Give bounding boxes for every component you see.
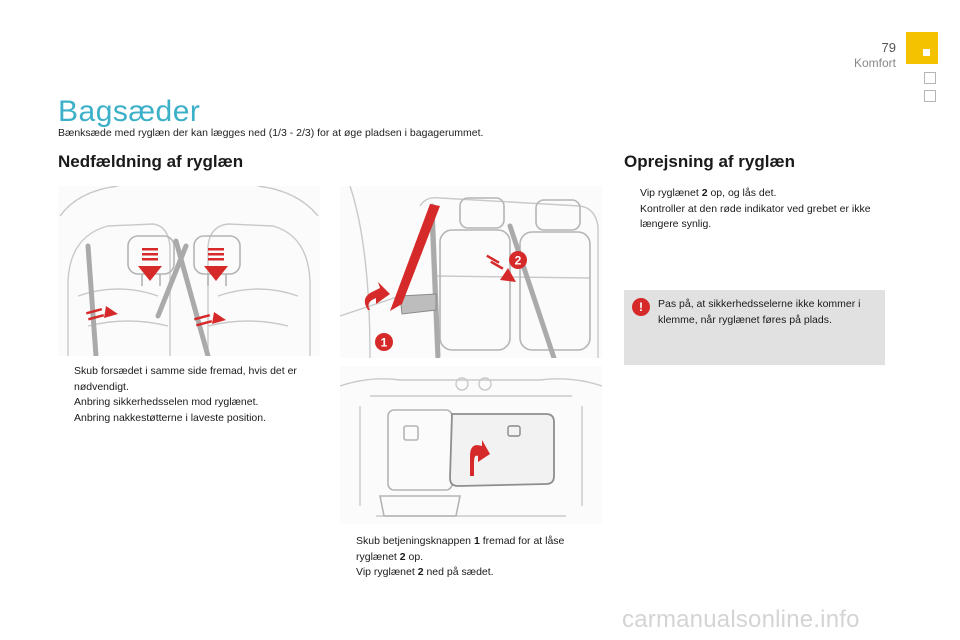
section-name: Komfort: [853, 56, 896, 70]
chapter-tab: [924, 72, 936, 84]
seatback-release-drawing: 1 2: [340, 186, 599, 358]
step-text: Anbring sikkerhedsselen mod ryglænet.: [74, 396, 259, 408]
release-steps-list: Skub betjeningsknappen 1 fremad for at l…: [340, 534, 602, 581]
illustration-rear-seats-headrests: [58, 186, 320, 356]
step-ref: 2: [701, 187, 708, 199]
step-ref: 2: [417, 566, 424, 578]
section-heading-raise: Oprejsning af ryglæn: [624, 152, 795, 171]
callout-2-label: 2: [515, 254, 522, 268]
step-text: ned på sædet.: [423, 566, 494, 578]
list-item: Vip ryglænet 2 op, og lås det.: [624, 186, 886, 202]
step-text: op, og lås det.: [707, 187, 777, 199]
raise-steps-list: Vip ryglænet 2 op, og lås det. Kontrolle…: [624, 186, 886, 233]
watermark: carmanualsonline.info: [622, 606, 860, 633]
rear-seats-drawing: [59, 186, 319, 356]
page-number: 79: [881, 40, 896, 55]
step-text: Skub forsædet i samme side fremad, hvis …: [74, 365, 297, 393]
callout-1-label: 1: [381, 336, 388, 350]
chapter-tab: [924, 90, 936, 102]
illustration-seatback-release: 1 2: [340, 186, 602, 358]
callout-1-icon: [375, 333, 393, 351]
callout-2-icon: [509, 251, 527, 269]
list-item: Vip ryglænet 2 ned på sædet.: [340, 565, 602, 581]
intro-text: Bænksæde med ryglæn der kan lægges ned (…: [58, 127, 484, 139]
list-item: Skub forsædet i samme side fremad, hvis …: [58, 364, 320, 395]
step-text: op.: [405, 550, 424, 563]
step-text: Skub betjeningsknappen: [356, 535, 474, 547]
list-item: Anbring sikkerhedsselen mod ryglænet.: [58, 395, 320, 411]
step-ref: 1: [473, 535, 480, 547]
boot-folded-seat-drawing: [340, 377, 602, 517]
list-item: Skub betjeningsknappen 1 fremad for at l…: [340, 534, 602, 565]
illustration-boot-folded-seat: [340, 366, 602, 524]
list-item: Anbring nakkestøtterne i laveste positio…: [58, 411, 320, 427]
step-text: fremad for at låse ryglænet: [356, 535, 565, 563]
tab-marker-icon: [923, 49, 930, 56]
step-text: Vip ryglænet: [356, 566, 418, 578]
step-text: Kontroller at den røde indikator ved gre…: [640, 202, 871, 231]
chapter-tab-active: [906, 32, 938, 64]
step-ref: 2: [399, 550, 406, 563]
step-text: Anbring nakkestøtterne i laveste positio…: [74, 411, 267, 424]
warning-note-text: Pas på, at sikkerhedsselerne ikke kommer…: [658, 298, 861, 326]
section-heading-fold: Nedfældning af ryglæn: [58, 152, 244, 171]
warning-note: ! Pas på, at sikkerhedsselerne ikke komm…: [624, 290, 885, 365]
page-title: Bagsæder: [58, 95, 201, 128]
list-item: Kontroller at den røde indikator ved gre…: [624, 202, 886, 233]
step-text: Vip ryglænet: [640, 187, 702, 199]
warning-exclamation-icon: !: [632, 298, 650, 316]
fold-steps-list: Skub forsædet i samme side fremad, hvis …: [58, 364, 320, 426]
